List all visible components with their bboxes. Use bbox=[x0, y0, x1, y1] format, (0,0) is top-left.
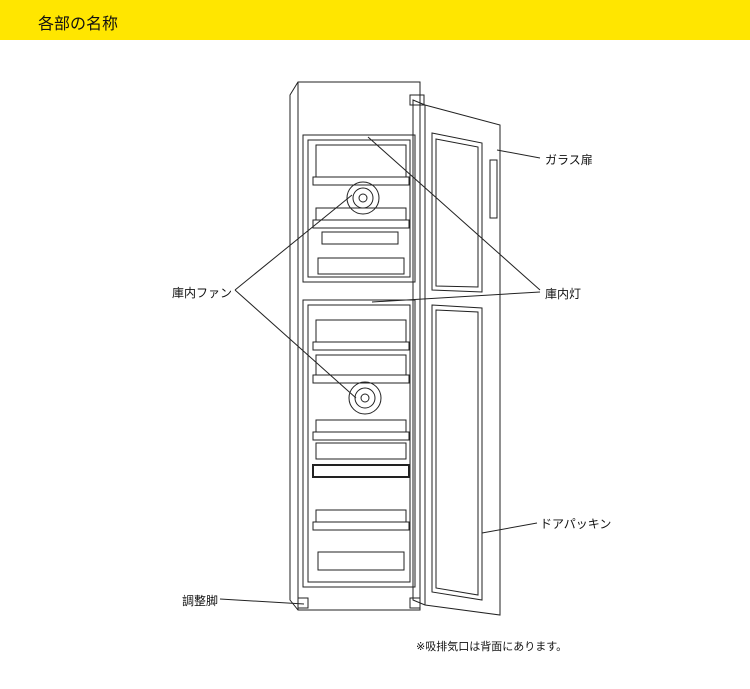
foot-left bbox=[297, 597, 309, 609]
foot-right bbox=[409, 597, 421, 609]
door-handle bbox=[489, 159, 498, 219]
shelves bbox=[312, 144, 410, 571]
label-door-gasket: ドアパッキン bbox=[540, 517, 612, 531]
label-interior-fan: 庫内ファン bbox=[172, 286, 233, 300]
label-glass-door: ガラス扉 bbox=[545, 153, 593, 167]
vent-note: ※吸排気口は背面にあります。 bbox=[416, 640, 568, 653]
label-interior-light: 庫内灯 bbox=[545, 287, 582, 301]
cabinet-body bbox=[289, 81, 425, 611]
glass-door bbox=[412, 99, 501, 616]
section-header: 各部の名称 bbox=[0, 0, 750, 40]
label-adjustable-foot: 調整脚 bbox=[182, 594, 219, 608]
leader-lines bbox=[219, 136, 541, 605]
section-title: 各部の名称 bbox=[38, 14, 119, 33]
fan bbox=[346, 181, 382, 415]
